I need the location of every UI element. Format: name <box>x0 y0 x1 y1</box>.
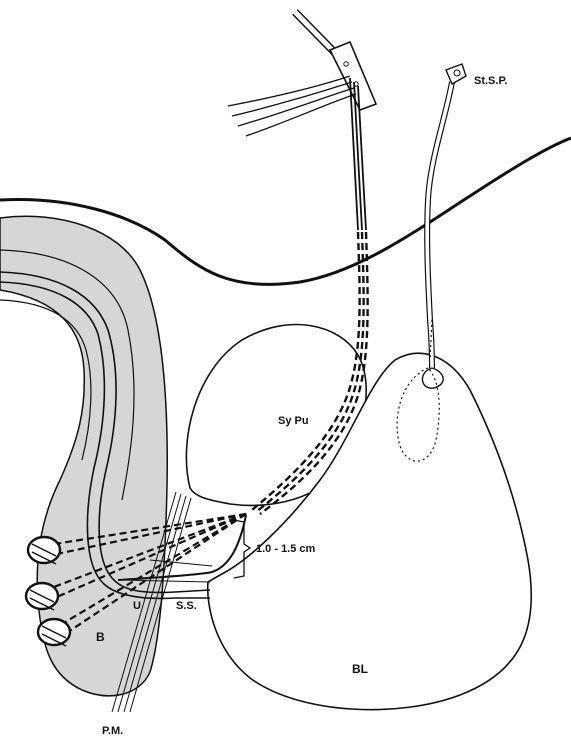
bolster-top <box>28 537 60 564</box>
label-sypu: Sy Pu <box>278 415 309 427</box>
label-measure: 1.0 - 1.5 cm <box>256 543 316 555</box>
bolster-bottom <box>38 619 70 646</box>
shaded-penile-body <box>0 216 167 696</box>
label-pm: P.M. <box>102 725 123 737</box>
suture-strands <box>228 76 356 136</box>
label-u: U <box>133 600 141 612</box>
label-stsp: St.S.P. <box>474 75 507 87</box>
label-b: B <box>96 630 105 644</box>
bolster-middle <box>26 583 58 610</box>
label-bl: BL <box>352 662 368 676</box>
catheter-hub <box>446 64 466 84</box>
label-ss: S.S. <box>176 600 197 612</box>
